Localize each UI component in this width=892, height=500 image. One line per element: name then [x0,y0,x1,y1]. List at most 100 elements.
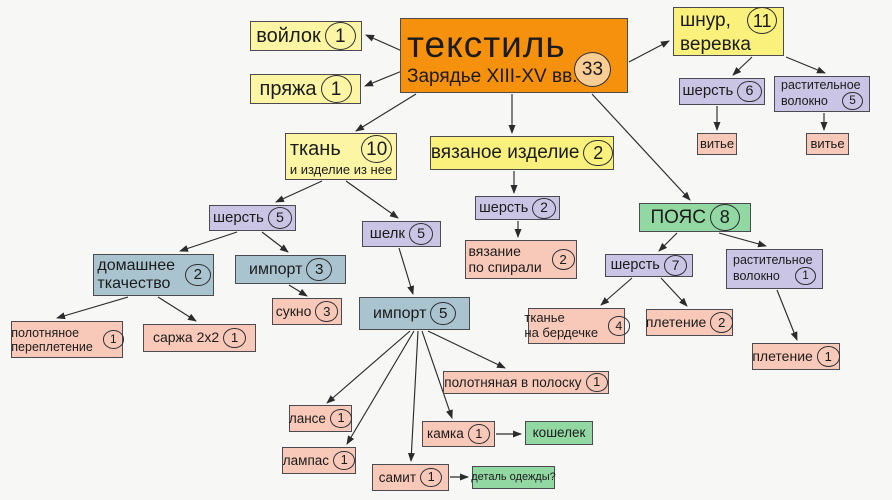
edge-root-to-voilok [365,34,403,52]
node-rast-volokno-5: растительное волокно 5 [774,76,870,112]
count-badge-sherst-2: 2 [532,197,556,219]
count-badge-poyas: 8 [709,204,740,231]
edge-import-5-to-samit [407,330,419,462]
edge-shnur-to-rast-volokno-5 [785,56,826,74]
count-badge-lampas: 1 [333,450,356,471]
count-badge-kamka: 1 [467,424,490,444]
count-badge-samit: 1 [420,467,443,488]
count-badge-polotnyanaya-v-polosku: 1 [585,372,608,393]
node-label: плетение [752,347,813,364]
count-badge-shnur: 11 [747,7,777,35]
node-label: шерсть [479,199,529,216]
node-label: деталь одежды? [471,471,556,484]
node-label: волокно [781,94,828,108]
count-badge-sherst-5: 5 [267,207,293,229]
edge-shelk-5-to-import-5 [398,247,415,295]
node-detal-odezhdy: деталь одежды? [471,466,556,489]
node-text: кошелек [526,424,592,441]
count-badge-pletenie-1: 1 [816,346,840,367]
count-badge-tkanye-na-berdechke: 4 [608,316,630,336]
node-label: веревка [680,34,751,56]
node-label: камка [427,426,464,442]
node-label: витье [699,135,735,151]
count-badge-sarzha-2x2: 1 [223,327,247,349]
count-badge-sukno-3: 3 [315,301,339,322]
node-label: шерсть [682,82,734,100]
edge-import-5-to-lanse [326,330,411,404]
edge-tkan-to-sherst-5 [275,180,323,203]
node-label: Зарядье XIII-XV вв. [407,65,578,87]
node-label: и изделие из нее [289,162,393,178]
node-text: деталь одежды? [465,470,562,484]
edge-sherst-5-to-import-3 [261,231,289,253]
node-label: импорт [373,304,427,322]
node-label: ПОЯС [650,206,706,228]
count-badge-pletenie-2: 2 [710,312,734,333]
node-label: лансе [288,410,326,426]
edge-root-to-shnur [628,40,670,63]
edge-sherst-5-to-domashnee-tkachestvo [179,231,238,252]
node-koshelek: кошелек [525,421,593,445]
node-label: домашнее [97,257,176,275]
node-label: текстиль [407,24,566,66]
node-label: пряжа [259,77,317,100]
node-text: витье [694,136,740,153]
node-label: на бердечке [524,325,599,340]
edge-shnur-to-sherst-6 [732,56,753,76]
node-vitye-2: витье [806,133,849,155]
count-badge-polotnyanoe-perepletenie: 1 [102,330,124,349]
node-label: тканье [524,310,565,326]
edge-sherst-7-to-pletenie-2 [660,277,688,307]
count-badge-rast-volokno-1: 1 [795,266,816,286]
node-label: шнур, [680,10,731,32]
node-label: шелк [369,224,405,242]
node-label: саржа 2х2 [152,329,220,346]
count-badge-rast-volokno-5: 5 [842,91,863,111]
node-vitye-1: витье [697,133,737,155]
count-badge-pryazha: 1 [320,74,352,104]
node-text: витье [804,136,850,153]
count-badge-sherst-6: 6 [737,80,762,103]
node-label: лампас [282,452,330,468]
edge-root-to-pryazha [364,70,403,87]
node-label: войлок [256,24,321,47]
node-label: растительное [781,77,861,92]
edge-domashnee-tkachestvo-to-sarzha-2x2 [157,296,197,322]
node-label: витье [810,135,845,151]
